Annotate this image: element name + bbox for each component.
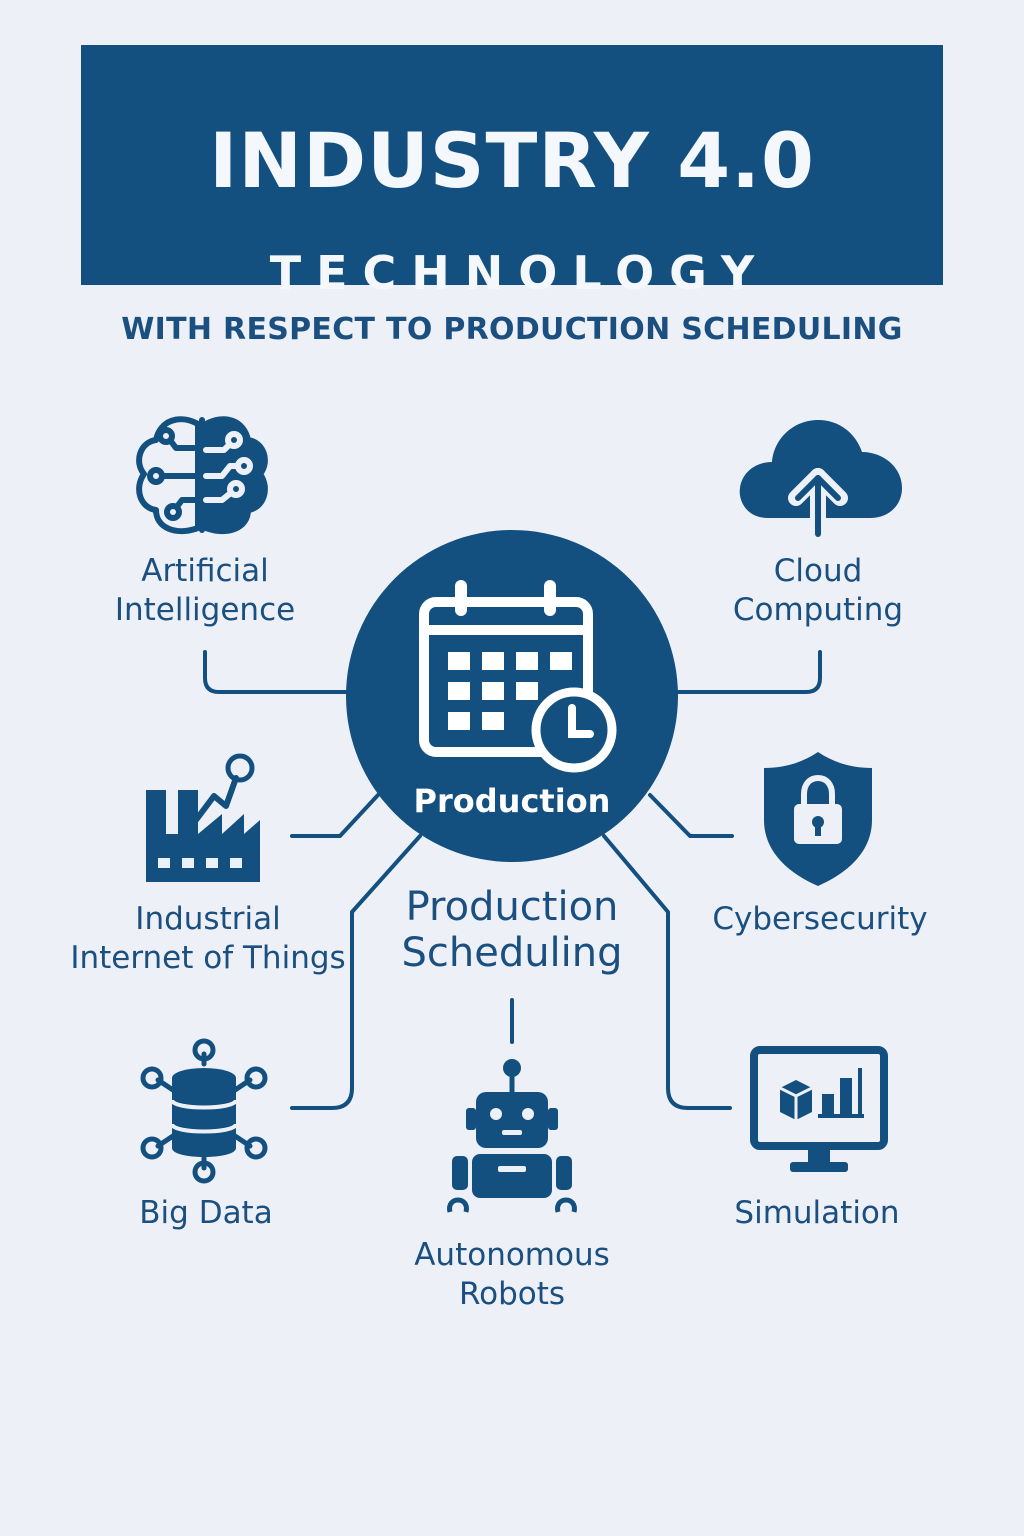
connector-iiot [290,793,380,838]
node-iiot-line-1: Industrial [135,901,281,937]
node-robots-line-1: Autonomous [414,1237,610,1273]
node-cloud-label: Cloud Computing [700,552,936,630]
node-bigdata-label: Big Data [139,1195,273,1231]
node-robots-line-2: Robots [458,1276,566,1312]
node-ai-label: Artificial Intelligence [90,552,320,630]
node-cloud-line-1: Cloud [773,553,863,589]
node-security-label: Cybersecurity [712,901,928,937]
cloud-upload-icon [739,420,902,542]
brain-circuit-icon [136,416,268,535]
node-cloud-line-2: Computing [732,592,904,628]
connector-ai [203,650,357,694]
shield-lock-icon [764,752,872,886]
page-title: INDUSTRY 4.0 [209,116,815,205]
connector-security [648,793,734,838]
tagline: WITH RESPECT TO PRODUCTION SCHEDULING [121,312,903,347]
node-simulation-label: Simulation [734,1195,900,1231]
focus-line-2: Scheduling [401,930,623,976]
database-network-icon [140,1038,268,1184]
focus-line-1: Production [405,884,619,930]
connector-simulation [602,834,732,1110]
connector-cloud [668,650,822,694]
node-iiot-label: Industrial Internet of Things [50,900,366,978]
connector-bigdata [290,834,422,1110]
node-robots-label: Autonomous Robots [392,1236,632,1314]
header-banner: INDUSTRY 4.0 TECHNOLOGY [81,45,943,296]
robot-icon [447,1059,577,1213]
node-ai-line-2: Intelligence [114,592,296,628]
hub-label: Production [413,782,611,820]
factory-icon [146,753,260,882]
calendar-clock-icon [419,580,617,773]
node-iiot-line-2: Internet of Things [70,940,346,976]
page-subtitle: TECHNOLOGY [269,246,770,300]
focus-label: Production Scheduling [380,884,644,976]
monitor-chart-icon [750,1046,888,1172]
node-ai-line-1: Artificial [141,553,269,589]
